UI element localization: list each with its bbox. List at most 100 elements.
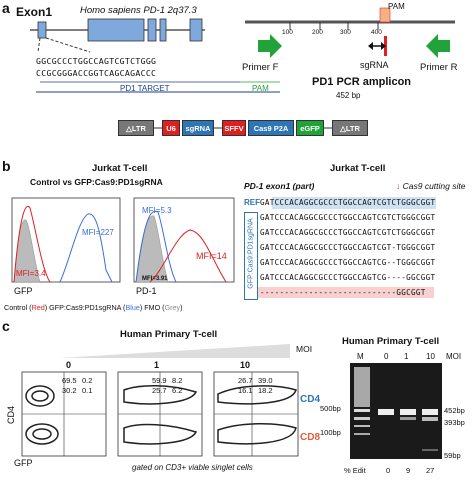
lane-m: M — [357, 352, 364, 361]
seq-row-6: ----------------------------GGCGGT — [260, 288, 426, 297]
moi-label-left: MOI — [296, 344, 313, 354]
panel-b-left-subtitle: Control vs GFP:Cas9:PD1sgRNA — [30, 177, 163, 187]
cd4-label: CD4 — [300, 394, 321, 405]
flow-legend: Control (Red) GFP:Cas9:PD1sgRNA (Blue) F… — [4, 303, 183, 312]
exon2-box — [87, 18, 145, 42]
primer-r-arrow — [426, 34, 450, 58]
primer-r-label: Primer R — [420, 62, 458, 73]
panel-b-letter: b — [2, 158, 11, 174]
gated-note: gated on CD3+ viable singlet cells — [132, 463, 253, 472]
band-59: 59bp — [444, 451, 461, 460]
seq-row-1: GATCCCACAGGCGCCCTGGCCAGTCGTCTGGGCGGT — [260, 213, 436, 222]
moi-wedge — [60, 344, 290, 358]
ltr-left: △LTR — [118, 120, 154, 136]
q-0-1: 69.5 — [62, 376, 77, 385]
panel-b-right-title: Jurkat T-cell — [330, 163, 386, 174]
flow-histograms — [11, 197, 235, 283]
panel-a-graphics — [30, 7, 455, 93]
exon3-box — [147, 18, 157, 42]
marker-500: 500bp — [320, 404, 341, 413]
q-2-4: 16.1 — [238, 386, 253, 395]
band-452: 452bp — [444, 406, 465, 415]
pd1-target-label: PD1 TARGET — [120, 84, 170, 93]
deletion-highlight — [258, 287, 434, 298]
edit-label: % Edit — [344, 466, 366, 475]
edit-0: 0 — [386, 466, 391, 475]
cas9-p2a-block: Cas9 P2A — [248, 120, 294, 136]
lane-1: 1 — [404, 352, 409, 361]
band-393: 393bp — [444, 418, 465, 427]
tick-100: 100 — [282, 29, 293, 36]
edit-9: 9 — [406, 466, 411, 475]
seq-row-3: GATCCCACAGGCGCCCTGGCCAGTCGT-TGGGCGGT — [260, 243, 436, 252]
lane-10: 10 — [426, 352, 435, 361]
lane-0: 0 — [384, 352, 389, 361]
sgrna-label: sgRNA — [360, 60, 389, 70]
q-0-3: 0.1 — [82, 386, 93, 395]
cas9-cutting-site: ↓ Cas9 cutting site — [396, 181, 466, 191]
gfp-axis-label: GFP — [14, 286, 33, 296]
sffv-promoter: SFFV — [222, 120, 246, 136]
panel-a-letter: a — [2, 0, 10, 16]
dotplot-y-axis: CD4 — [6, 405, 17, 425]
ref-highlight — [272, 197, 436, 209]
tick-400: 400 — [371, 29, 382, 36]
q-1-4: 25.7 — [152, 386, 167, 395]
exon1-box — [37, 21, 47, 39]
amplicon-size: 452 bp — [336, 91, 361, 100]
seq-top: GGCGCCCTGGCCAGTCGTCTGGG — [36, 56, 157, 66]
seq-row-4: GATCCCACAGGCGCCCTGGCCAGTCG--TGGGCGGT — [260, 258, 436, 267]
edit-27: 27 — [426, 466, 435, 475]
tick-300: 300 — [340, 29, 351, 36]
moi-0: 0 — [66, 360, 72, 370]
flow-dotplots — [21, 371, 299, 457]
cd8-label: CD8 — [300, 432, 321, 443]
panel-b-left-title: Jurkat T-cell — [92, 163, 148, 174]
mfi-red-pd1: MFI=14 — [196, 251, 227, 261]
q-0-4: 30.2 — [62, 386, 77, 395]
moi-1: 1 — [154, 360, 160, 370]
seq-row-5: GATCCCACAGGCGCCCTGGCCAGTCG----GGCGGT — [260, 273, 436, 282]
panel-b-right-subtitle: PD-1 exon1 (part) — [244, 181, 315, 191]
q-1-2: 8.2 — [172, 376, 183, 385]
side-label-box — [244, 212, 258, 300]
ref-label: REF — [244, 198, 260, 207]
mfi-red-gfp: MFI=3.4 — [16, 269, 46, 278]
tick-200: 200 — [312, 29, 323, 36]
egfp-block: eGFP — [296, 120, 324, 136]
pd1-axis-label: PD-1 — [136, 286, 157, 296]
seq-row-2: GATCCCACAGGCGCCCTGGCCAGTCGTCTGGGCGGT — [260, 228, 436, 237]
panel-c-letter: c — [2, 318, 10, 334]
pam-label: PAM — [252, 84, 269, 93]
gel-image — [350, 363, 442, 459]
q-2-2: 39.0 — [258, 376, 273, 385]
sgrna-block: sgRNA — [182, 120, 214, 136]
seq-ref: GATCCCACAGGCGCCCTGGCCAGTCGTCTGGGCGGT — [260, 198, 436, 207]
primer-f-arrow — [258, 34, 282, 58]
mfi-blue-gfp: MFI=227 — [82, 228, 114, 237]
dotplot-x-axis: GFP — [14, 458, 33, 468]
side-label: GFP:Cas9:PD1sgRNA — [247, 218, 255, 289]
ltr-right: △LTR — [332, 120, 368, 136]
moi-10: 10 — [240, 360, 251, 370]
q-2-3: 18.2 — [258, 386, 273, 395]
marker-100: 100bp — [320, 428, 341, 437]
exon5-box — [189, 18, 203, 42]
exon-label: Exon1 — [16, 5, 53, 19]
q-1-3: 6.2 — [172, 386, 183, 395]
seq-bottom: CCGCGGGACCGGTCAGCAGACCC — [36, 68, 157, 78]
gene-label: Homo sapiens PD-1 2q37.3 — [80, 5, 197, 16]
u6-promoter: U6 — [162, 120, 180, 136]
mfi-black-pd1: MFI=3.91 — [142, 276, 168, 282]
exon4-box — [159, 18, 167, 42]
pam-box-label: PAM — [388, 2, 405, 11]
q-2-1: 26.7 — [238, 376, 253, 385]
gel-title: Human Primary T-cell — [342, 336, 440, 347]
q-0-2: 0.2 — [82, 376, 93, 385]
q-1-1: 59.9 — [152, 376, 167, 385]
mfi-blue-pd1: MFI=5.3 — [142, 206, 172, 215]
amplicon-title: PD1 PCR amplicon — [312, 76, 412, 88]
gel-moi: MOI — [446, 352, 462, 361]
primer-f-label: Primer F — [242, 62, 279, 73]
panel-c-left-title: Human Primary T-cell — [120, 329, 218, 340]
